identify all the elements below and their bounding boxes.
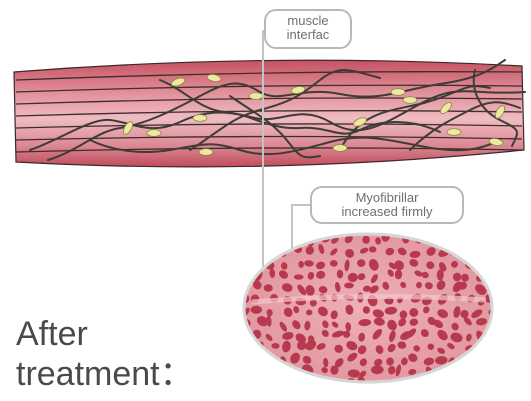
myofibril-dot: [280, 378, 287, 385]
myofibril-dot: [243, 352, 255, 365]
myofibril-dot: [423, 378, 433, 388]
myofibril-dot: [265, 378, 278, 389]
myofibril-dot: [256, 356, 267, 364]
myofibril-dot: [485, 272, 496, 284]
caption-line: treatment：: [16, 354, 194, 394]
nerve-node: [199, 149, 213, 156]
myofibril-dot: [474, 369, 485, 378]
myofibril-dot: [288, 231, 303, 244]
callout-line: increased firmly: [320, 205, 454, 219]
myofibril-dot: [486, 345, 496, 354]
myofibril-dot: [279, 237, 287, 245]
myofibril-dot: [316, 378, 327, 390]
myofibril-dot: [492, 233, 501, 246]
myofibril-dot: [470, 234, 482, 244]
myofibril-dot: [464, 377, 477, 390]
myofibril-dot: [451, 368, 460, 376]
myofibril-dot: [240, 370, 250, 379]
myofibril-dot: [245, 345, 254, 354]
nerve-node: [333, 145, 347, 152]
caption-line: After: [16, 314, 194, 354]
myofibril-dot: [488, 364, 497, 373]
myofibril-dot: [331, 382, 339, 390]
myofibril-dot: [448, 380, 458, 387]
myofibril-dot: [478, 354, 489, 364]
myofibril-dot: [487, 379, 498, 390]
myofibril-dot: [449, 232, 460, 242]
myofibril-dot: [461, 247, 470, 260]
myofibril-dot: [344, 283, 354, 289]
myofibril-dot: [492, 248, 502, 259]
myofibril-dot: [242, 236, 249, 244]
callout-line: Myofibrillar: [320, 191, 454, 205]
myofibril-dot: [262, 362, 274, 376]
myofibril-dot: [411, 380, 423, 391]
myofibril-dot: [479, 250, 486, 257]
myofibril-dot: [291, 377, 302, 387]
nerve-node: [391, 89, 405, 96]
myofibril-dot: [460, 237, 472, 245]
myofibril-dot: [237, 250, 250, 257]
myofibril-dot: [250, 247, 263, 259]
myofibril-dot: [239, 261, 248, 267]
nerve-node: [447, 129, 461, 136]
nerve-node: [403, 97, 417, 104]
myofibril-dot: [492, 320, 500, 327]
myofibril-dot: [250, 306, 262, 314]
nerve-node: [249, 93, 263, 100]
nerve-node: [147, 130, 161, 137]
myofibril-dot: [491, 356, 498, 364]
muscle-interface-callout: muscle interfac: [264, 9, 352, 49]
myofibril-dot: [463, 369, 475, 377]
myofibril-dot: [477, 380, 484, 388]
nerve-node: [193, 115, 207, 122]
myofibril-dot: [278, 365, 287, 376]
myofibril-dot: [294, 274, 304, 279]
callout-line: interfac: [274, 28, 342, 42]
myofibrillar-callout: Myofibrillar increased firmly: [310, 186, 464, 224]
myofibril-dot: [436, 380, 446, 390]
myofibril-dot: [266, 251, 274, 258]
myofibril-dot: [253, 382, 262, 391]
myofibril-dot: [308, 379, 318, 389]
callout-line: muscle: [274, 14, 342, 28]
myofibril-dot: [268, 236, 273, 247]
myofibril-dot: [371, 365, 384, 374]
myofibril-dot: [475, 345, 487, 355]
myofibril-dot: [245, 383, 252, 388]
myofibril-dot: [245, 272, 254, 279]
myofibril-dot: [257, 367, 267, 376]
caption: After treatment：: [16, 314, 194, 394]
myofibril-dot: [490, 259, 503, 269]
